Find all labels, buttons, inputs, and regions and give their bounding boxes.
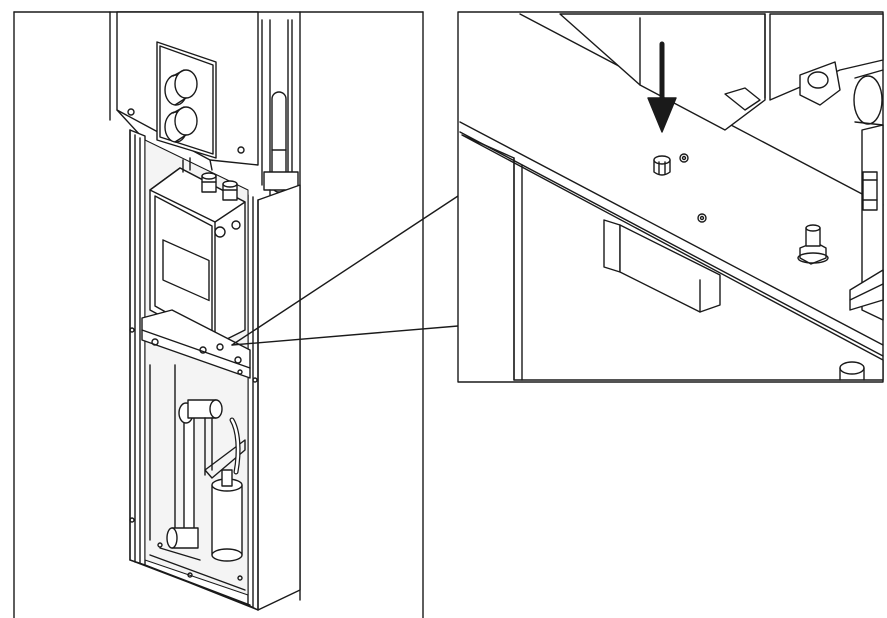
pressure-vessel [211, 469, 243, 562]
magnified-detail-view [457, 11, 884, 383]
junction-box-label [162, 239, 210, 302]
down-arrow-icon [647, 41, 677, 133]
detail-mounting-screw [653, 155, 671, 176]
button-panel [156, 41, 217, 159]
detail-foot [839, 361, 865, 375]
junction-box [149, 157, 246, 346]
detail-washer [679, 153, 689, 163]
mounting-plate [141, 309, 251, 379]
installed-unit-view [13, 11, 459, 618]
pump-assembly [149, 364, 246, 591]
bottom-fitting [159, 527, 201, 561]
valve [178, 399, 223, 424]
upper-cabinet [116, 11, 259, 171]
cable-gland [222, 180, 238, 201]
detail-washer [697, 213, 707, 223]
cable-gland [201, 172, 217, 193]
push-button-lower [164, 106, 198, 143]
detail-bracket [849, 124, 884, 321]
mounting-plate-screw [216, 343, 224, 351]
push-button-upper [164, 69, 198, 106]
magnifier-callout-lines [231, 195, 459, 346]
detail-hex-bolt [797, 224, 829, 265]
detail-lower-block [603, 219, 721, 313]
